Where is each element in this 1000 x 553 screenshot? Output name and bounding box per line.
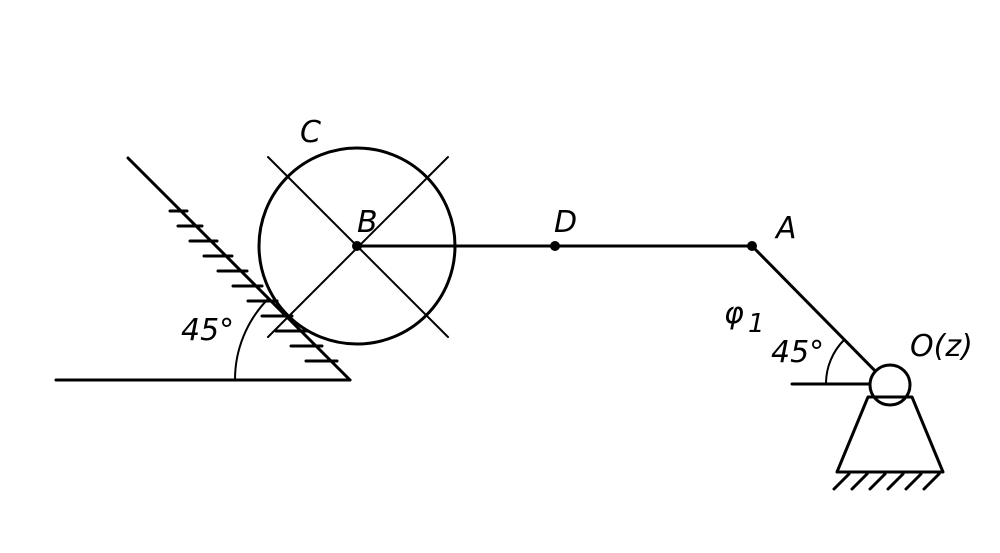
joint-A: [747, 241, 757, 251]
label-phi: φ: [724, 296, 744, 331]
label-O: O(z): [910, 329, 973, 364]
angle-arc-right: [824, 339, 845, 385]
label-D: D: [554, 205, 577, 240]
joint-D: [550, 241, 560, 251]
rod-AO: [750, 244, 890, 386]
support-triangle: [835, 395, 945, 474]
label-C: C: [300, 115, 321, 150]
label-angle-left: 45°: [181, 313, 234, 348]
label-B: B: [357, 205, 378, 240]
label-angle-right: 45°: [771, 335, 824, 370]
label-A: A: [774, 211, 797, 246]
pivot-O: [868, 363, 912, 407]
inclined-plane: [126, 156, 352, 382]
support-hatching: [832, 472, 941, 491]
angle-arc-left: [233, 298, 269, 381]
joint-B: [352, 241, 362, 251]
label-phi-subscript: 1: [748, 309, 765, 339]
